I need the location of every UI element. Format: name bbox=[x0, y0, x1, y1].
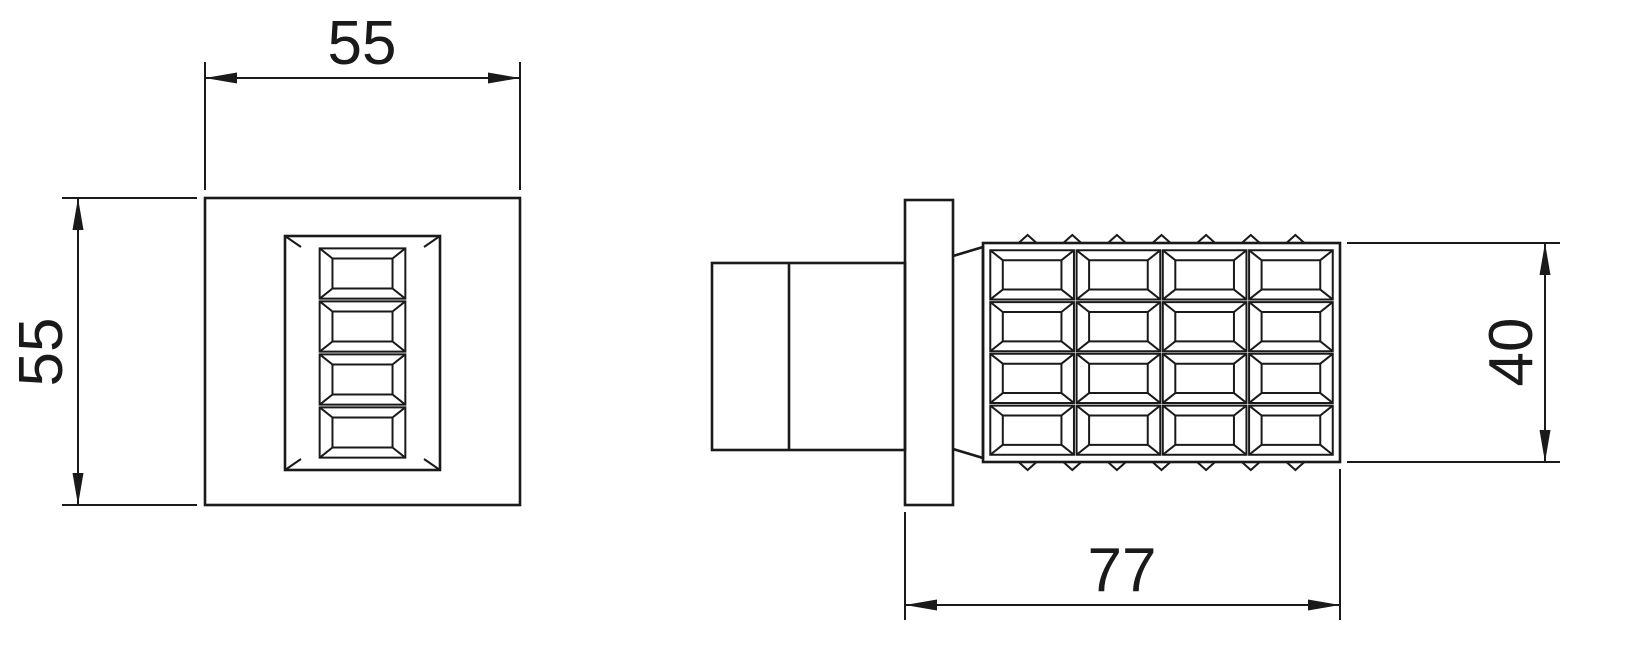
crystal-facet bbox=[1161, 301, 1248, 353]
crystal-facet bbox=[1161, 249, 1248, 301]
side-crystal-pattern bbox=[989, 249, 1334, 456]
crystal-facet bbox=[1161, 352, 1248, 404]
crystal-facet bbox=[1248, 352, 1334, 404]
crystal-facet bbox=[1161, 404, 1248, 456]
dimension-side-height: 40 bbox=[1347, 242, 1560, 463]
crystal-facet bbox=[989, 249, 1075, 301]
side-view bbox=[710, 198, 1342, 507]
crystal-facet bbox=[1075, 352, 1162, 404]
dimension-front-height: 55 bbox=[7, 197, 197, 506]
crystal-facet bbox=[989, 404, 1075, 456]
crystal-facet bbox=[318, 247, 407, 300]
crystal-facet bbox=[989, 352, 1075, 404]
crystal-facet bbox=[1075, 404, 1162, 456]
dim-label-front-height: 55 bbox=[7, 318, 76, 387]
crystal-facet bbox=[1248, 404, 1334, 456]
dimension-front-width: 55 bbox=[204, 9, 521, 190]
side-collar bbox=[952, 245, 985, 460]
crystal-facet bbox=[318, 353, 407, 406]
side-body-top-facets bbox=[1017, 233, 1306, 244]
front-crystal-pattern bbox=[318, 247, 407, 459]
side-body bbox=[981, 241, 1342, 464]
side-body-bottom-facets bbox=[1017, 461, 1306, 472]
crystal-facet bbox=[1248, 301, 1334, 353]
side-flange bbox=[903, 198, 955, 507]
front-plate bbox=[203, 196, 522, 507]
dim-label-side-height: 40 bbox=[1477, 318, 1546, 387]
crystal-facet bbox=[1075, 301, 1162, 353]
crystal-facet bbox=[989, 301, 1075, 353]
dim-label-side-length: 77 bbox=[1088, 536, 1157, 605]
dimension-side-length: 77 bbox=[904, 469, 1341, 620]
crystal-facet bbox=[318, 406, 407, 459]
crystal-facet bbox=[318, 300, 407, 353]
side-stem bbox=[710, 261, 907, 452]
front-view bbox=[203, 196, 522, 507]
front-decor-frame bbox=[283, 234, 442, 472]
front-decor-bevels bbox=[284, 235, 441, 471]
dim-label-front-width: 55 bbox=[328, 9, 397, 78]
crystal-facet bbox=[1248, 249, 1334, 301]
crystal-facet bbox=[1075, 249, 1162, 301]
